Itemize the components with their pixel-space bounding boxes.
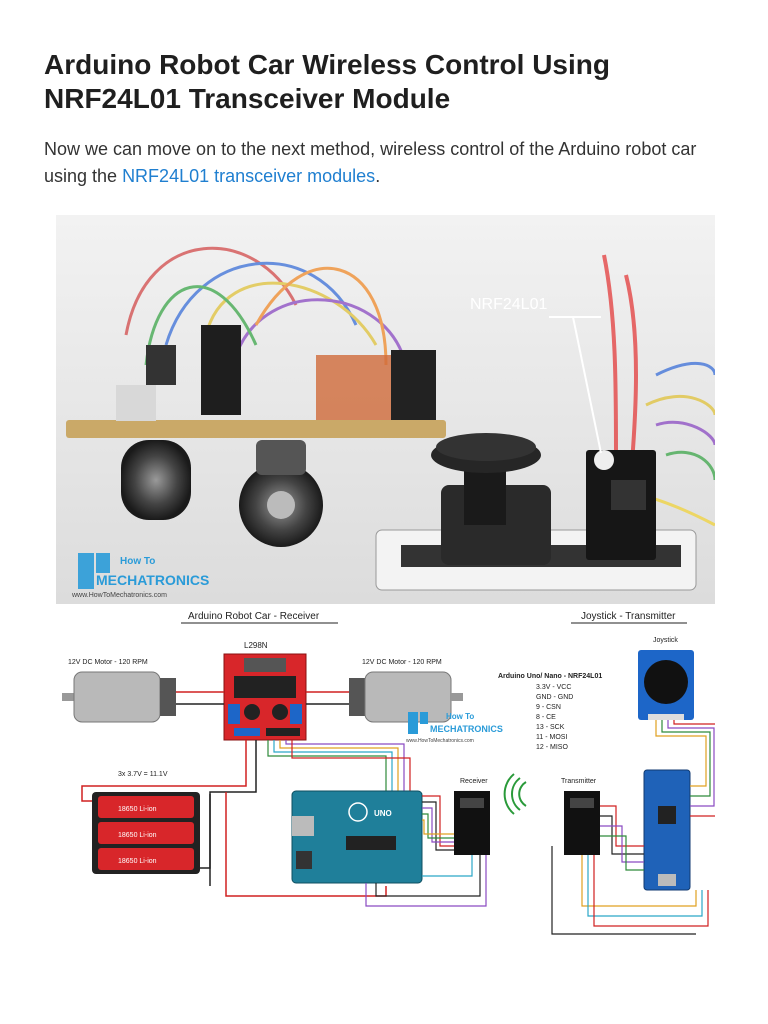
intro-end: . [375, 166, 381, 186]
nrf24l01-callout: NRF24L01 [470, 296, 547, 313]
rear-wheel [121, 440, 191, 520]
chassis [66, 420, 446, 438]
cell-2: 18650 Li-ion [118, 832, 157, 839]
pinout-0: 3.3V - VCC [536, 684, 571, 691]
left-motor [73, 671, 161, 723]
right-motor-label: 12V DC Motor - 120 RPM [362, 659, 442, 666]
wireless-icon [503, 773, 527, 815]
arduino-nano [643, 769, 691, 891]
schematic: Arduino Robot Car - Receiver Joystick - … [62, 611, 719, 935]
diagram-watermark-1: How To [446, 712, 474, 721]
pinout-2: 9 - CSN [536, 704, 561, 711]
receiver-section-title: Arduino Robot Car - Receiver [188, 611, 320, 622]
pinout-5: 11 - MOSI [536, 734, 567, 741]
driver-label: L298N [244, 641, 268, 650]
transmitter-section-title: Joystick - Transmitter [581, 611, 676, 622]
cell-3: 18650 Li-ion [118, 858, 157, 865]
callout-line [572, 316, 602, 454]
pinout-title: Arduino Uno/ Nano - NRF24L01 [498, 673, 602, 680]
wires [124, 246, 715, 527]
nrf24l01-link[interactable]: NRF24L01 transceiver modules [122, 166, 376, 186]
article-title: Arduino Robot Car Wireless Control Using… [44, 49, 610, 114]
receiver-label: Receiver [460, 778, 488, 785]
photo-watermark-1: How To [120, 556, 155, 567]
pinout-6: 12 - MISO [536, 744, 568, 751]
photo-watermark-2: MECHATRONICS [96, 572, 209, 588]
photo-watermark-url: www.HowToMechatronics.com [71, 592, 167, 599]
cell-1: 18650 Li-ion [118, 806, 157, 813]
left-motor-label: 12V DC Motor - 120 RPM [68, 659, 148, 666]
battery-label: 3x 3.7V = 11.1V [118, 771, 168, 778]
photo-illustration: NRF24L01 How To MECHATRONICS www.HowToMe… [56, 215, 715, 604]
circuit-diagram: Arduino Robot Car - Receiver Joystick - … [56, 606, 719, 946]
uno-label: UNO [374, 809, 392, 818]
intro-text: Now we can move on to the next method, w… [44, 139, 697, 186]
joystick-label: Joystick [653, 637, 678, 644]
diagram-watermark-url: www.HowToMechatronics.com [406, 738, 474, 744]
pinout-3: 8 - CE [536, 714, 556, 721]
joystick-knob [644, 660, 688, 704]
pinout-1: GND - GND [536, 694, 573, 701]
transmitter-label: Transmitter [561, 778, 597, 785]
pinout-4: 13 - SCK [536, 724, 565, 731]
intro-paragraph: Now we can move on to the next method, w… [44, 136, 734, 190]
robot-car-photo: NRF24L01 How To MECHATRONICS www.HowToMe… [56, 215, 715, 604]
diagram-watermark-2: MECHATRONICS [430, 724, 503, 734]
